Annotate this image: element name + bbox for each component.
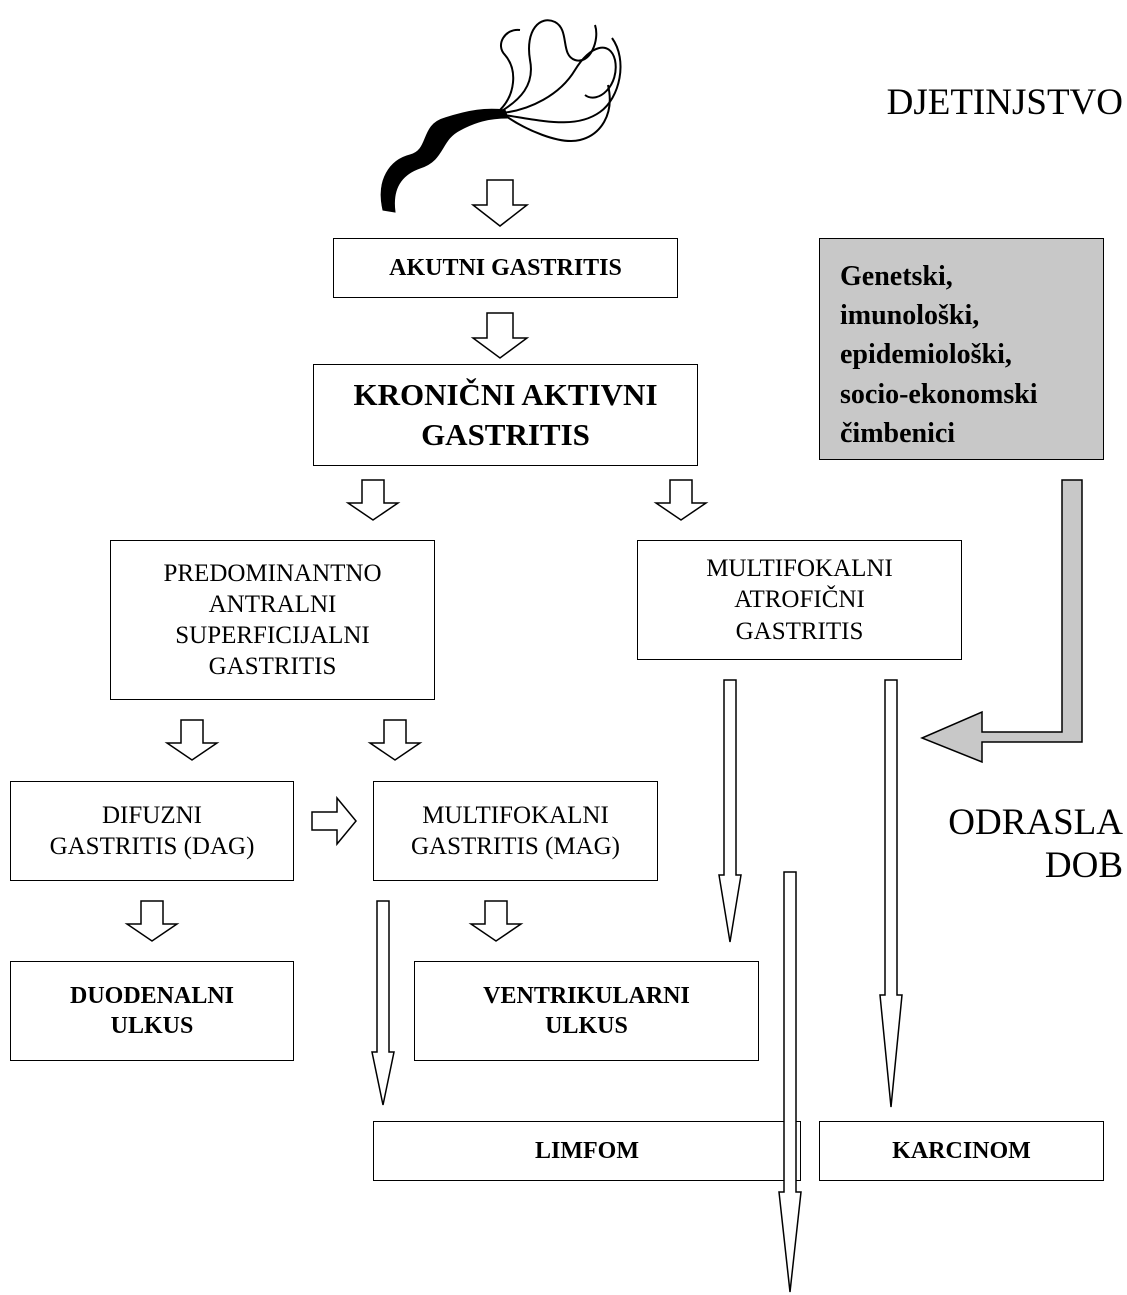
arrow-chronic-to-antral [345,479,401,521]
factors-label: Genetski, imunološki, epidemiološki, soc… [840,261,1038,449]
arrow-acute-to-chronic [470,312,530,359]
arrow-atrophic-to-carcinoma [879,679,903,1108]
ventricular-ulcer-label: VENTRIKULARNI ULKUS [483,983,690,1039]
antral-superficial-gastritis-box: PREDOMINANTNO ANTRALNI SUPERFICIJALNI GA… [110,540,435,700]
helicobacter-bacterium-icon [380,19,622,213]
antral-superficial-gastritis-label: PREDOMINANTNO ANTRALNI SUPERFICIJALNI GA… [163,559,382,681]
multifocal-gastritis-mag-box: MULTIFOKALNI GASTRITIS (MAG) [373,781,658,881]
duodenal-ulcer-label: DUODENALNI ULKUS [69,983,234,1039]
arrow-antral-to-mag [367,719,423,761]
ventricular-ulcer-box: VENTRIKULARNI ULKUS [414,961,759,1061]
lymphoma-box: LIMFOM [373,1121,801,1181]
acute-gastritis-box: AKUTNI GASTRITIS [333,238,678,298]
carcinoma-label: KARCINOM [892,1138,1031,1164]
childhood-label: DJETINJSTVO [886,82,1123,123]
acute-gastritis-label: AKUTNI GASTRITIS [389,255,622,281]
carcinoma-box: KARCINOM [819,1121,1104,1181]
arrow-through-lymphoma [778,871,802,1293]
adulthood-label: ODRASLA DOB [948,802,1123,886]
multifocal-atrophic-gastritis-label: MULTIFOKALNI ATROFIČNI GASTRITIS [706,555,893,645]
arrow-chronic-to-atrophic [653,479,709,521]
arrow-antral-to-diffuse [164,719,220,761]
duodenal-ulcer-box: DUODENALNI ULKUS [10,961,294,1061]
diffuse-gastritis-label: DIFUZNI GASTRITIS (DAG) [49,801,255,860]
multifocal-atrophic-gastritis-box: MULTIFOKALNI ATROFIČNI GASTRITIS [637,540,962,660]
chronic-active-gastritis-box: KRONIČNI AKTIVNI GASTRITIS [313,364,698,466]
long-arrows [371,679,903,1293]
arrow-diffuse-to-duodenal [124,900,180,942]
arrow-bacterium-to-acute [470,179,530,227]
diffuse-gastritis-box: DIFUZNI GASTRITIS (DAG) [10,781,294,881]
down-arrows [124,179,709,942]
lymphoma-label: LIMFOM [535,1138,639,1164]
arrow-mag-to-lymphoma [371,900,395,1106]
arrow-atrophic-to-ventricular [718,679,742,943]
chronic-active-gastritis-label: KRONIČNI AKTIVNI GASTRITIS [353,376,658,452]
multifocal-gastritis-mag-label: MULTIFOKALNI GASTRITIS (MAG) [410,801,621,860]
arrow-mag-to-ventricular [468,900,524,942]
arrow-factors-to-adulthood [920,479,1083,764]
arrow-dag-to-mag [311,795,357,847]
factors-box: Genetski, imunološki, epidemiološki, soc… [819,238,1104,460]
